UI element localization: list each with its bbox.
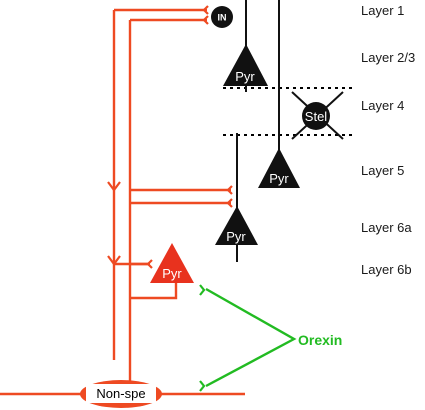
synapse-pyr6b — [146, 259, 153, 269]
layer-1-label: Layer 1 — [361, 3, 404, 18]
pyr-layer6a: Pyr — [215, 206, 258, 245]
orexin-projection — [205, 287, 297, 388]
interneuron-soma — [211, 6, 233, 28]
pyr6b-axon — [130, 283, 178, 300]
pyr-layer23: Pyr — [223, 44, 268, 86]
nonspecific-label: Non-spe — [96, 386, 145, 401]
layer-4-label: Layer 4 — [361, 98, 404, 113]
layer-6a-label: Layer 6a — [361, 220, 412, 235]
pyr-layer6b: Pyr — [150, 243, 194, 283]
pyr23-label: Pyr — [235, 69, 255, 84]
pyr6a-label: Pyr — [226, 229, 246, 244]
pyr6b-label: Pyr — [162, 266, 182, 281]
pyr-layer5: Pyr — [258, 148, 300, 188]
pyr5-label: Pyr — [269, 171, 289, 186]
orexin-label: Orexin — [298, 332, 342, 348]
stellate-layer4: Stel — [302, 102, 330, 130]
pyr6b-soma — [150, 243, 194, 283]
orexin-pathway — [199, 284, 297, 392]
orexin-synapse-lower — [199, 380, 206, 392]
layer-6b-label: Layer 6b — [361, 262, 412, 277]
synapse-l5-upper — [226, 185, 233, 195]
pyr5-soma — [258, 148, 300, 188]
neuron-processes — [236, 0, 344, 262]
synapse-trunk-lower — [107, 255, 121, 266]
synapse-in-upper — [202, 5, 209, 15]
nonspecific-label-box — [86, 384, 156, 403]
stellate-soma — [302, 102, 330, 130]
nonspecific-thalamic-pathway — [0, 5, 245, 396]
layer-5-label: Layer 5 — [361, 163, 404, 178]
interneuron-label: IN — [218, 13, 227, 23]
synapse-trunk-upper — [107, 181, 121, 192]
interneuron: IN — [211, 6, 233, 28]
orexin-synapse-upper — [199, 284, 206, 296]
pyr23-soma — [223, 44, 268, 86]
stellate-label: Stel — [305, 109, 328, 124]
pyr6a-soma — [215, 206, 258, 245]
layer-labels: Layer 1 Layer 2/3 Layer 4 Layer 5 Layer … — [361, 3, 415, 277]
nonspecific-nucleus: Non-spe — [80, 380, 162, 408]
layer-23-label: Layer 2/3 — [361, 50, 415, 65]
synapse-l5-lower — [226, 198, 233, 208]
synapse-in-lower — [202, 15, 209, 25]
